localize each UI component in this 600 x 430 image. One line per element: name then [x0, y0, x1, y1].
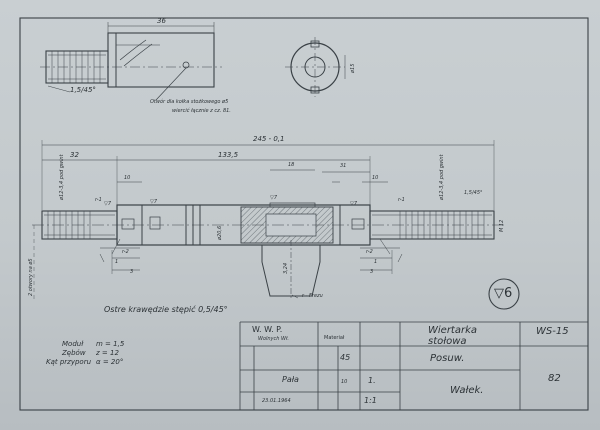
org-label-2: Wolnych Wł.	[258, 336, 289, 342]
dim-d20: ø20,6	[217, 225, 223, 240]
main-shaft-view	[32, 140, 504, 300]
signature: Pała	[282, 375, 299, 384]
chamfer-right: 1,5/45°	[464, 190, 483, 196]
angle-value: α = 20°	[96, 358, 124, 366]
modul-value: m = 1,5	[96, 340, 125, 348]
machine-name: Wiertarka stołowa	[428, 325, 478, 347]
modul-label: Moduł	[62, 340, 84, 348]
part-number: 82	[548, 373, 561, 384]
cross-section-circle	[285, 37, 346, 97]
drawing-border	[19, 17, 589, 411]
m12-label: M 12	[499, 219, 505, 232]
left-r1: r-1	[95, 197, 102, 203]
title-block-grid	[239, 321, 588, 410]
left-r2: r-2	[122, 249, 129, 255]
note-edges: Ostre krawędzie stępić 0,5/45°	[104, 305, 228, 314]
scale: 1:1	[364, 396, 377, 405]
part-name: Wałek.	[450, 385, 484, 396]
rough-center-2: ▽7	[270, 195, 278, 201]
finish-mark: ▽6	[494, 286, 513, 301]
side-note: 2 otwory na ø5	[28, 258, 34, 296]
key-324: 3,24	[283, 262, 289, 274]
dim-36: 36	[157, 17, 166, 25]
left-dim-1: 1	[115, 259, 119, 265]
top-shaft-view	[40, 22, 222, 101]
teeth-label: Zębów	[62, 349, 86, 357]
dim-10-right: 10	[372, 175, 379, 181]
dim-10-left: 10	[124, 175, 131, 181]
dim-total: 245 - 0,1	[253, 135, 285, 143]
dim-133: 133,5	[218, 151, 239, 159]
angle-label: Kąt przyporu	[46, 358, 92, 366]
assembly-name: Posuw.	[430, 353, 465, 364]
teeth-value: z = 12	[96, 349, 119, 357]
quantity: 1.	[368, 376, 376, 385]
material-label: Materiał	[324, 335, 345, 341]
chamfer-label: 1,5/45°	[70, 86, 96, 94]
note-drill: wiercić łącznie z cz. 81.	[172, 108, 231, 114]
left-dim-3: 3	[130, 269, 134, 275]
dim-d15: ø15	[350, 63, 356, 73]
dim-31: 31	[340, 163, 347, 169]
qty-left: 10	[341, 379, 348, 385]
dim-32: 32	[70, 151, 79, 159]
rough-center-1: ▽7	[150, 199, 158, 205]
dim-18: 18	[288, 162, 295, 168]
material-value: 45	[340, 353, 351, 362]
note-hole: Otwór dla kołka stożkowego ø5	[150, 99, 229, 105]
thread-left: ø12-3,4 pod gwint	[59, 154, 65, 200]
rough-left: ▽7	[104, 201, 112, 207]
drawing-code: WS-15	[536, 326, 569, 337]
date: 23.01.1964	[262, 398, 291, 404]
right-dim-1: 1	[374, 259, 378, 265]
finish-circle	[488, 278, 520, 310]
org-label: W. W. P.	[252, 325, 283, 334]
cutter-label: r - Frezu	[302, 293, 323, 299]
right-dim-3: 3	[370, 269, 374, 275]
right-r2: r-2	[366, 249, 373, 255]
right-r1: r-1	[398, 197, 405, 203]
rough-right: ▽7	[350, 201, 358, 207]
thread-right: ø12-3,4 pod gwint	[439, 154, 445, 200]
